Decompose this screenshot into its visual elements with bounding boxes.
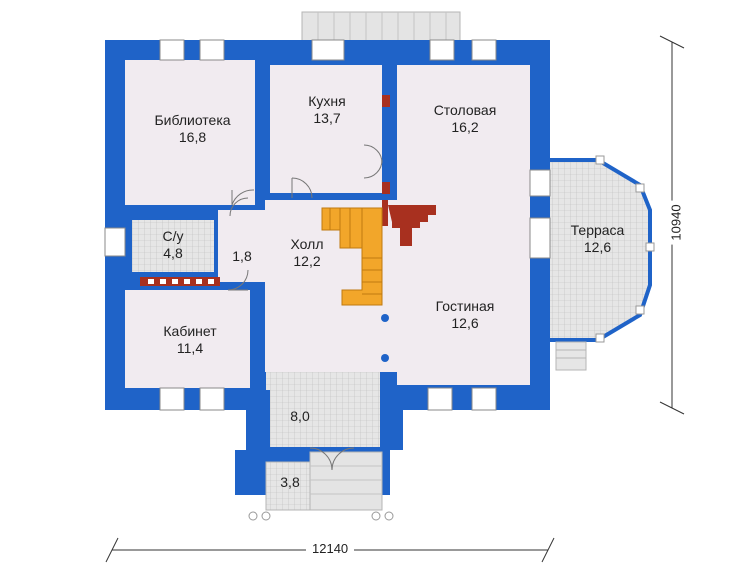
kitchen-label: Кухня 13,7 [282, 93, 372, 127]
staircase [321, 207, 383, 306]
hall-name: Холл [290, 236, 324, 252]
bathroom-partition [140, 277, 220, 286]
hall-area: 12,2 [293, 253, 321, 269]
bathroom-name: С/у [162, 228, 184, 244]
kitchen-name: Кухня [308, 93, 346, 109]
corridor-label: 1,8 [220, 248, 264, 265]
living-label: Гостиная 12,6 [415, 298, 515, 332]
doors [227, 144, 383, 471]
living-name: Гостиная [435, 298, 495, 314]
terrace-area: 12,6 [583, 239, 612, 255]
interior-walls [382, 95, 390, 226]
kitchen-area: 13,7 [313, 110, 341, 126]
terrace-area [546, 155, 655, 371]
vestibule-room [266, 372, 380, 447]
depth-dimension: 10940 [668, 200, 684, 245]
terrace-name: Терраса [570, 222, 625, 238]
office-room [125, 290, 250, 388]
terrace-label: Терраса 12,6 [555, 222, 640, 256]
library-room [125, 60, 255, 205]
living-area: 12,6 [451, 315, 479, 331]
bathroom-room [132, 220, 214, 272]
dining-name: Столовая [433, 102, 497, 118]
back-steps [301, 11, 461, 43]
porch-area: 3,8 [280, 474, 300, 490]
dining-label: Столовая 16,2 [415, 102, 515, 136]
bathroom-label: С/у 4,8 [142, 228, 204, 262]
library-area: 16,8 [178, 129, 207, 145]
width-dimension: 12140 [306, 541, 355, 556]
office-name: Кабинет [163, 323, 217, 339]
corridor-area: 1,8 [232, 248, 252, 264]
hall-label: Холл 12,2 [272, 236, 342, 270]
office-label: Кабинет 11,4 [140, 323, 240, 357]
fireplace [388, 205, 436, 246]
vestibule-area: 8,0 [290, 408, 310, 424]
windows [104, 39, 551, 411]
porch-label: 3,8 [270, 474, 310, 491]
library-label: Библиотека 16,8 [135, 112, 250, 146]
library-name: Библиотека [154, 112, 231, 128]
office-area: 11,4 [176, 340, 204, 356]
kitchen-room [270, 65, 382, 193]
bathroom-area: 4,8 [163, 245, 183, 261]
vestibule-label: 8,0 [280, 408, 320, 425]
dining-area: 16,2 [451, 119, 479, 135]
corridor-room [218, 210, 268, 282]
columns [381, 314, 389, 362]
porch [248, 451, 394, 521]
